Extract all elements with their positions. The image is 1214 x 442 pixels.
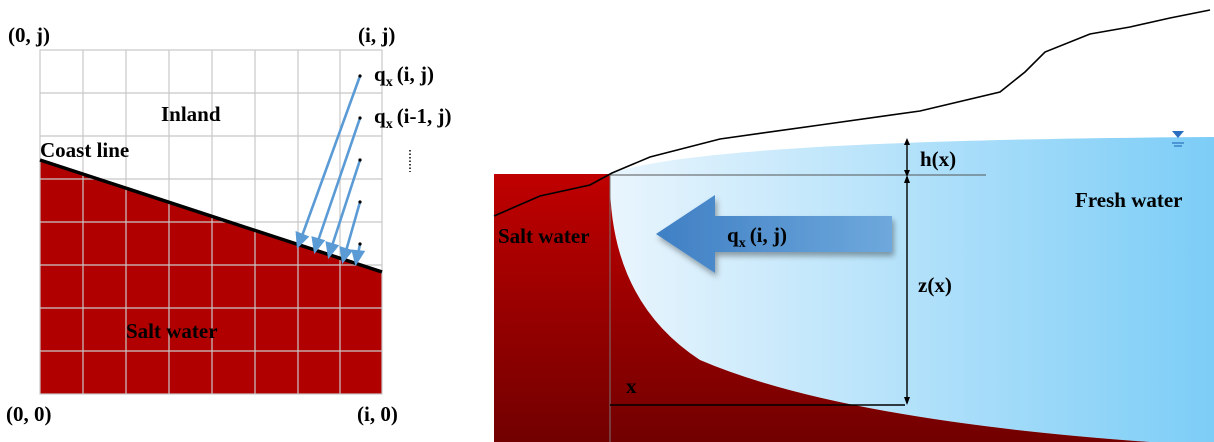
corner-top-left: (0, j) <box>8 23 50 47</box>
coast-line-label: Coast line <box>40 138 129 162</box>
fresh-water-label: Fresh water <box>1075 188 1183 212</box>
inland-label: Inland <box>161 102 221 126</box>
salt-water-region <box>40 160 382 394</box>
grid-panel: (0, j) (i, j) (0, 0) (i, 0) Inland Coast… <box>6 23 452 426</box>
salt-water-label-left: Salt water <box>126 319 218 343</box>
corner-bottom-left: (0, 0) <box>6 402 52 426</box>
cross-section-panel: qx(i, j) Salt water Fresh water h(x) z(x… <box>493 9 1214 442</box>
flux-label-2: qx(i-1, j) <box>374 104 452 132</box>
coast-line <box>39 158 383 274</box>
corner-top-right: (i, j) <box>358 23 395 47</box>
z-label: z(x) <box>918 273 952 297</box>
arrow-flux-label: qx(i, j) <box>727 223 787 251</box>
flux-label-1: qx(i, j) <box>374 62 434 90</box>
flux-origin-dots <box>358 74 362 246</box>
ground-surface-line <box>493 9 1211 217</box>
flow-arrow <box>656 195 892 273</box>
corner-bottom-right: (i, 0) <box>357 402 398 426</box>
h-label: h(x) <box>920 147 956 171</box>
x-label: x <box>626 374 637 398</box>
salt-water-region-right <box>494 174 1150 442</box>
salt-water-label-right: Salt water <box>498 224 590 248</box>
grid-lines <box>39 49 383 395</box>
flux-arrows <box>295 75 366 267</box>
water-table-icon <box>1172 131 1184 147</box>
fresh-water-region <box>609 137 1214 442</box>
